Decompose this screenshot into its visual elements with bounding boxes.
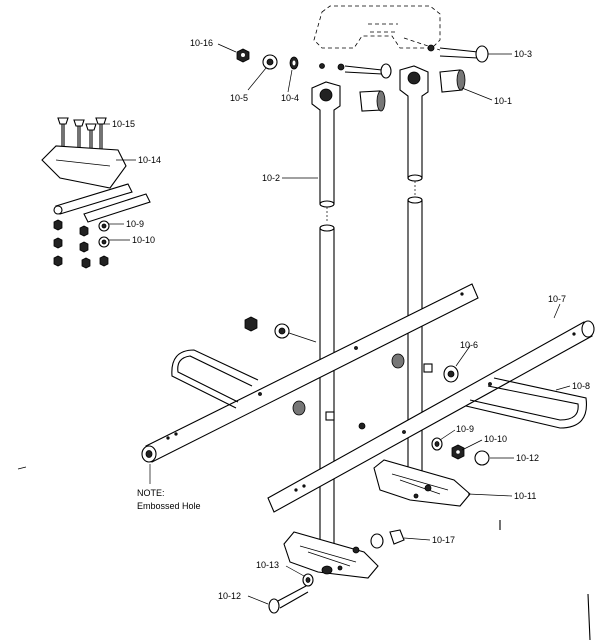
- cross-tube-10-7: [267, 320, 595, 513]
- hardware-10-13: [302, 573, 314, 587]
- bushing-10-1-left: [359, 90, 386, 112]
- washer-10-5: [262, 54, 278, 70]
- stray-mark-right: [499, 520, 591, 641]
- label-10-13: 10-13: [256, 560, 279, 570]
- note-text: Embossed Hole: [137, 501, 201, 511]
- label-10-16: 10-16: [190, 38, 213, 48]
- tube-10-2-left: [311, 81, 341, 208]
- bushing-10-1-right: [439, 69, 466, 93]
- label-10-8: 10-8: [572, 381, 590, 391]
- mid-hardware: [244, 316, 459, 430]
- lock-washer-10-4: [289, 56, 299, 70]
- foot-bracket-bottom: [283, 531, 379, 579]
- lower-tube-left: [319, 224, 335, 557]
- lower-tube-right: [407, 196, 423, 489]
- label-10-10-inset: 10-10: [132, 235, 155, 245]
- seat-outline: [313, 5, 441, 51]
- label-10-6: 10-6: [460, 340, 478, 350]
- u-bolt-10-8: [465, 377, 588, 429]
- label-10-7: 10-7: [548, 294, 566, 304]
- label-10-1: 10-1: [494, 96, 512, 106]
- bolt-10-3: [427, 44, 489, 63]
- stray-mark: [17, 466, 27, 470]
- label-10-12-bottom: 10-12: [218, 591, 241, 601]
- label-10-4: 10-4: [281, 93, 299, 103]
- label-10-12-right: 10-12: [516, 453, 539, 463]
- inset-assembly: [41, 117, 151, 269]
- label-10-15: 10-15: [112, 119, 135, 129]
- label-10-3: 10-3: [514, 49, 532, 59]
- label-10-17: 10-17: [432, 535, 455, 545]
- label-10-14: 10-14: [138, 155, 161, 165]
- hardware-10-17: [370, 529, 405, 549]
- nut-10-16: [236, 48, 250, 63]
- seat-bolt-left: [319, 63, 392, 79]
- u-bolt-left: [171, 349, 259, 409]
- foot-bracket-10-11: [373, 459, 471, 507]
- cross-tube-back: [141, 283, 479, 463]
- right-hardware-stack: [431, 437, 490, 466]
- label-10-2: 10-2: [262, 173, 280, 183]
- label-10-5: 10-5: [230, 93, 248, 103]
- label-10-9: 10-9: [456, 424, 474, 434]
- label-10-10: 10-10: [484, 434, 507, 444]
- label-10-9-inset: 10-9: [126, 219, 144, 229]
- note-title: NOTE:: [137, 488, 165, 498]
- part-labels: 10-16 10-5 10-4 10-3 10-1 10-2 10-15 10-…: [112, 38, 590, 601]
- bolt-10-12-bottom: [268, 585, 309, 614]
- tube-10-2-right: [399, 65, 429, 182]
- label-10-11: 10-11: [514, 491, 536, 501]
- leader-lines: [102, 43, 571, 605]
